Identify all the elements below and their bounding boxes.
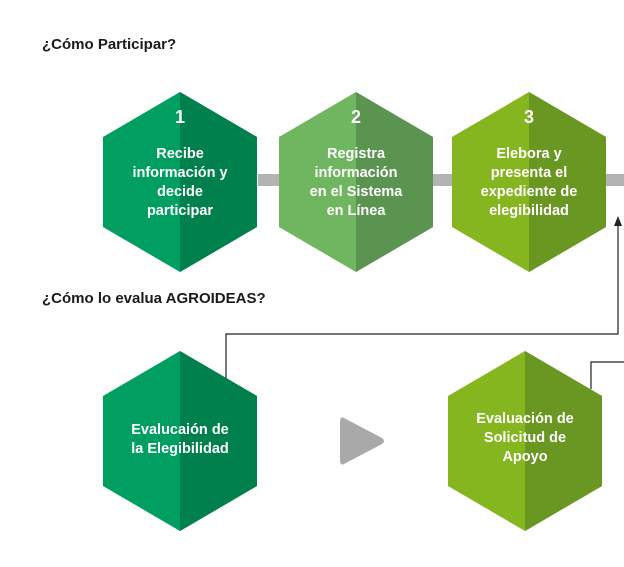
text-line: en Línea [326, 203, 386, 219]
evaluate-heading: ¿Cómo lo evalua AGROIDEAS? [42, 290, 266, 307]
step-number: 1 [174, 107, 185, 127]
evaluation-description: Evaluación de Solicitud de Apoyo [458, 410, 592, 467]
text-line: presenta el [490, 165, 568, 181]
text-line: Elebora y [496, 146, 562, 162]
hexagon-shape [448, 351, 602, 531]
step-1-hexagon: 1 Recibe información y decide participar [99, 92, 261, 272]
participate-heading: ¿Cómo Participar? [42, 36, 177, 53]
eligibility-evaluation-hexagon: Evalucaión de la Elegibilidad [99, 351, 261, 531]
arrow-up-icon [614, 216, 622, 226]
text-line: la Elegibilidad [131, 441, 229, 457]
text-line: elegibilidad [489, 203, 569, 219]
text-line: información y [132, 165, 228, 181]
step-description: Registra información en el Sistema en Lí… [289, 145, 423, 221]
step-number: 2 [350, 107, 361, 127]
support-evaluation-hexagon: Evaluación de Solicitud de Apoyo [444, 351, 606, 531]
text-line: participar [146, 203, 214, 219]
text-line: expediente de [480, 184, 578, 200]
text-line: Registra [326, 146, 386, 162]
text-line: en el Sistema [309, 184, 403, 200]
step-description: Elebora y presenta el expediente de eleg… [462, 145, 596, 221]
text-line: decide [157, 184, 203, 200]
step-description: Recibe información y decide participar [113, 145, 247, 221]
evaluation-description: Evalucaión de la Elegibilidad [113, 421, 247, 459]
hexagon-shape [103, 351, 257, 531]
text-line: Evaluación de [476, 411, 574, 427]
step-2-hexagon: 2 Registra información en el Sistema en … [275, 92, 437, 272]
play-arrow-icon [340, 417, 384, 465]
text-line: Apoyo [502, 449, 548, 465]
step-number: 3 [523, 107, 534, 127]
text-line: Solicitud de [483, 430, 567, 446]
text-line: Evalucaión de [131, 422, 229, 438]
text-line: Recibe [156, 146, 204, 162]
step-3-hexagon: 3 Elebora y presenta el expediente de el… [448, 92, 610, 272]
text-line: información [314, 165, 398, 181]
